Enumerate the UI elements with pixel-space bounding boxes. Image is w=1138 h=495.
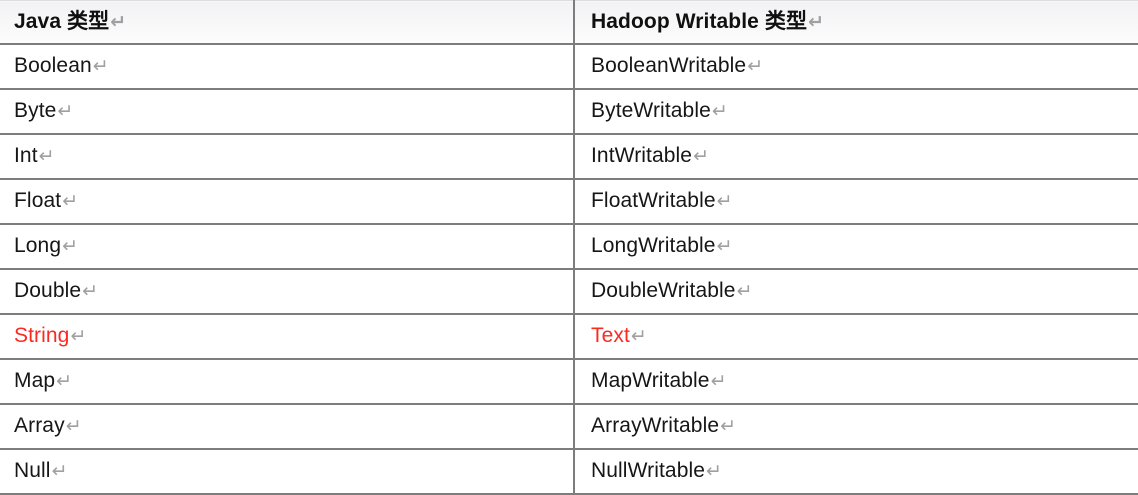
cell-writable-type: FloatWritable↵ bbox=[574, 177, 1138, 225]
cell-writable-type-label: IntWritable bbox=[591, 144, 693, 167]
return-mark-icon: ↵ bbox=[693, 145, 710, 167]
cell-java-type: Double↵ bbox=[0, 267, 575, 315]
return-mark-icon: ↵ bbox=[630, 325, 647, 347]
cell-writable-type-label: Text bbox=[591, 324, 630, 347]
table-body: Boolean↵ BooleanWritable↵ Byte↵ ByteWrit… bbox=[0, 42, 1138, 495]
table-row: Null↵ NullWritable↵ bbox=[0, 447, 1138, 495]
cell-writable-type: BooleanWritable↵ bbox=[574, 42, 1138, 90]
cell-java-type: Int↵ bbox=[0, 132, 575, 180]
return-mark-icon: ↵ bbox=[747, 55, 764, 77]
cell-java-type: Null↵ bbox=[0, 447, 575, 495]
table-row: Double↵ DoubleWritable↵ bbox=[0, 267, 1138, 315]
table-row: Long↵ LongWritable↵ bbox=[0, 222, 1138, 270]
return-mark-icon: ↵ bbox=[711, 100, 728, 122]
return-mark-icon: ↵ bbox=[716, 190, 733, 212]
table-row: Float↵ FloatWritable↵ bbox=[0, 177, 1138, 225]
table-header-row: Java 类型↵ Hadoop Writable 类型↵ bbox=[0, 0, 1138, 45]
cell-writable-type-label: FloatWritable bbox=[591, 189, 716, 212]
cell-writable-type-label: ArrayWritable bbox=[591, 414, 720, 437]
cell-java-type-label: Long bbox=[14, 234, 62, 257]
cell-writable-type-label: LongWritable bbox=[591, 234, 716, 257]
cell-writable-type: IntWritable↵ bbox=[574, 132, 1138, 180]
cell-writable-type-label: MapWritable bbox=[591, 369, 710, 392]
table-row: Int↵ IntWritable↵ bbox=[0, 132, 1138, 180]
cell-java-type-label: Map bbox=[14, 369, 56, 392]
column-header-java-type-label: Java 类型 bbox=[14, 9, 110, 33]
cell-java-type-label: Int bbox=[14, 144, 38, 167]
return-mark-icon: ↵ bbox=[710, 370, 727, 392]
table-row-highlighted: String↵ Text↵ bbox=[0, 312, 1138, 360]
return-mark-icon: ↵ bbox=[62, 235, 79, 257]
return-mark-icon: ↵ bbox=[57, 100, 74, 122]
return-mark-icon: ↵ bbox=[65, 415, 82, 437]
table-row: Map↵ MapWritable↵ bbox=[0, 357, 1138, 405]
return-mark-icon: ↵ bbox=[56, 370, 73, 392]
cell-java-type: Boolean↵ bbox=[0, 42, 575, 90]
table-row: Byte↵ ByteWritable↵ bbox=[0, 87, 1138, 135]
return-mark-icon: ↵ bbox=[38, 145, 55, 167]
cell-writable-type: Text↵ bbox=[574, 312, 1138, 360]
return-mark-icon: ↵ bbox=[70, 325, 87, 347]
return-mark-icon: ↵ bbox=[720, 415, 737, 437]
return-mark-icon: ↵ bbox=[92, 55, 109, 77]
cell-java-type-label: Null bbox=[14, 459, 51, 482]
return-mark-icon: ↵ bbox=[706, 460, 723, 482]
cell-writable-type: MapWritable↵ bbox=[574, 357, 1138, 405]
cell-java-type: String↵ bbox=[0, 312, 575, 360]
cell-writable-type-label: DoubleWritable bbox=[591, 279, 736, 302]
cell-java-type-label: String bbox=[14, 324, 70, 347]
return-mark-icon: ↵ bbox=[736, 280, 753, 302]
cell-java-type: Byte↵ bbox=[0, 87, 575, 135]
cell-writable-type: LongWritable↵ bbox=[574, 222, 1138, 270]
table-row: Array↵ ArrayWritable↵ bbox=[0, 402, 1138, 450]
cell-writable-type-label: NullWritable bbox=[591, 459, 706, 482]
column-header-hadoop-writable-type: Hadoop Writable 类型↵ bbox=[574, 0, 1138, 45]
return-mark-icon: ↵ bbox=[110, 10, 127, 33]
cell-writable-type-label: BooleanWritable bbox=[591, 54, 747, 77]
cell-java-type-label: Boolean bbox=[14, 54, 92, 77]
cell-java-type: Array↵ bbox=[0, 402, 575, 450]
table-header: Java 类型↵ Hadoop Writable 类型↵ bbox=[0, 0, 1138, 45]
cell-writable-type-label: ByteWritable bbox=[591, 99, 711, 122]
column-header-java-type: Java 类型↵ bbox=[0, 0, 575, 45]
cell-java-type-label: Float bbox=[14, 189, 62, 212]
cell-writable-type: NullWritable↵ bbox=[574, 447, 1138, 495]
return-mark-icon: ↵ bbox=[62, 190, 79, 212]
return-mark-icon: ↵ bbox=[716, 235, 733, 257]
cell-writable-type: DoubleWritable↵ bbox=[574, 267, 1138, 315]
cell-java-type: Map↵ bbox=[0, 357, 575, 405]
return-mark-icon: ↵ bbox=[51, 460, 68, 482]
cell-java-type-label: Array bbox=[14, 414, 65, 437]
column-header-hadoop-writable-type-label: Hadoop Writable 类型 bbox=[591, 9, 808, 33]
cell-java-type-label: Double bbox=[14, 279, 82, 302]
table-row: Boolean↵ BooleanWritable↵ bbox=[0, 42, 1138, 90]
cell-writable-type: ByteWritable↵ bbox=[574, 87, 1138, 135]
cell-java-type-label: Byte bbox=[14, 99, 57, 122]
cell-java-type: Long↵ bbox=[0, 222, 575, 270]
cell-java-type: Float↵ bbox=[0, 177, 575, 225]
cell-writable-type: ArrayWritable↵ bbox=[574, 402, 1138, 450]
return-mark-icon: ↵ bbox=[82, 280, 99, 302]
return-mark-icon: ↵ bbox=[808, 10, 825, 33]
